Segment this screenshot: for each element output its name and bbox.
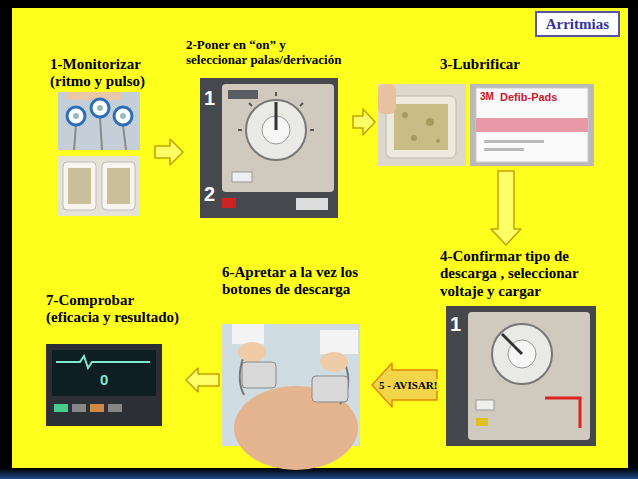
edge-label: 5 - AVISAR! <box>378 379 438 391</box>
title-box: Arritmias <box>535 11 620 37</box>
shock-photo <box>222 324 360 470</box>
step-label: 1-Monitorizar (ritmo y pulso) <box>50 56 150 91</box>
flow-arrow <box>155 139 183 165</box>
monitor-photo <box>46 344 162 426</box>
pads-photo <box>58 156 140 216</box>
photo-text: Defib-Pads <box>500 92 557 103</box>
gel-pad-photo <box>378 84 466 166</box>
step-box: 6-Apretar a la vez los botones de descar… <box>222 264 369 448</box>
charge-dial-photo <box>446 306 596 446</box>
photo-text: 1 <box>204 88 215 108</box>
photo-text: 2 <box>204 184 215 204</box>
defibrillator-photo <box>200 78 338 218</box>
step-box: 4-Confirmar tipo de descarga , seleccion… <box>440 248 598 448</box>
photo-text: 3M <box>480 92 494 102</box>
flow-arrow <box>491 171 521 245</box>
step-label: 4-Confirmar tipo de descarga , seleccion… <box>440 248 592 300</box>
photo-text: 0 <box>100 372 108 387</box>
photo-text: 1 <box>450 314 461 334</box>
flow-arrow <box>186 368 219 392</box>
flow-arrow <box>353 109 375 135</box>
step-label: 6-Apretar a la vez los botones de descar… <box>222 264 367 299</box>
step-box: 1-Monitorizar (ritmo y pulso) <box>50 56 152 218</box>
step-label: 7-Comprobar (eficacia y resultado) <box>46 292 181 327</box>
pad-package-photo <box>470 84 594 166</box>
frame-glow <box>0 468 638 479</box>
step-label: 3-Lubrificar <box>440 56 520 73</box>
electrodes-photo <box>58 92 140 150</box>
step-label: 2-Poner en “on” y seleccionar palas/deri… <box>186 38 348 68</box>
step-box: 7-Comprobar (eficacia y resultado) <box>46 292 183 428</box>
step-box: 3-Lubrificar <box>378 56 596 168</box>
